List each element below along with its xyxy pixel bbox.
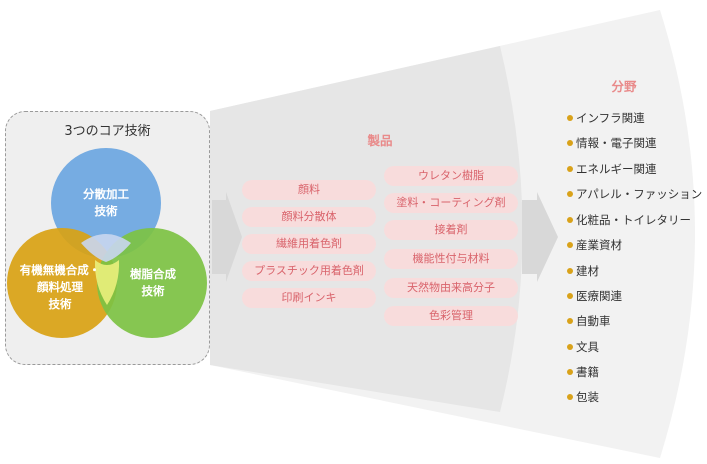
product-item: 顔料分散体 [242, 207, 376, 227]
venn-label-synthesis: 有機無機合成・ 顔料処理 技術 [19, 263, 101, 311]
field-item: エネルギー関連 [567, 160, 657, 178]
field-item: 建材 [567, 262, 599, 280]
field-item: 医療関連 [567, 287, 622, 305]
arrow-left-icon [212, 192, 242, 282]
bullet-icon [567, 292, 573, 299]
bullet-icon [567, 190, 573, 197]
product-item: 機能性付与材料 [384, 249, 518, 269]
product-item: プラスチック用着色剤 [242, 261, 376, 281]
bullet-icon [567, 241, 573, 248]
core-tech-title: 3つのコア技術 [64, 124, 151, 139]
venn-label-dispersion: 分散加工 技術 [83, 187, 129, 218]
field-item: 化粧品・トイレタリー [567, 211, 691, 229]
product-item: 天然物由来高分子 [384, 278, 518, 298]
venn-circle-synthesis [7, 228, 117, 338]
bullet-icon [567, 317, 573, 324]
product-item: 接着剤 [384, 220, 518, 240]
field-item: 包装 [567, 388, 599, 406]
product-item: ウレタン樹脂 [384, 166, 518, 186]
arrow-right-icon [522, 192, 558, 282]
field-item: アパレル・ファッション [567, 185, 702, 203]
bullet-icon [567, 114, 573, 121]
field-item: 産業資材 [567, 236, 622, 254]
venn-overlap-center [94, 260, 120, 305]
bullet-icon [567, 368, 573, 375]
field-item: 自動車 [567, 312, 611, 330]
bullet-icon [567, 393, 573, 400]
field-item: 文具 [567, 338, 599, 356]
fields-title: 分野 [611, 79, 637, 94]
bullet-icon [567, 165, 573, 172]
product-item: 印刷インキ [242, 288, 376, 308]
field-item: インフラ関連 [567, 109, 645, 127]
field-item: 書籍 [567, 363, 599, 381]
bullet-icon [567, 343, 573, 350]
product-item: 顔料 [242, 180, 376, 200]
product-item: 繊維用着色剤 [242, 234, 376, 254]
venn-label-resin: 樹脂合成 技術 [130, 267, 176, 298]
venn-circle-resin [97, 228, 207, 338]
product-item: 色彩管理 [384, 306, 518, 326]
products-title: 製品 [367, 133, 393, 148]
bullet-icon [567, 267, 573, 274]
bullet-icon [567, 139, 573, 146]
field-item: 情報・電子関連 [567, 134, 657, 152]
venn-circle-dispersion [51, 148, 161, 258]
bullet-icon [567, 216, 573, 223]
product-item: 塗料・コーティング剤 [384, 193, 518, 213]
venn-overlap-top [81, 234, 131, 262]
